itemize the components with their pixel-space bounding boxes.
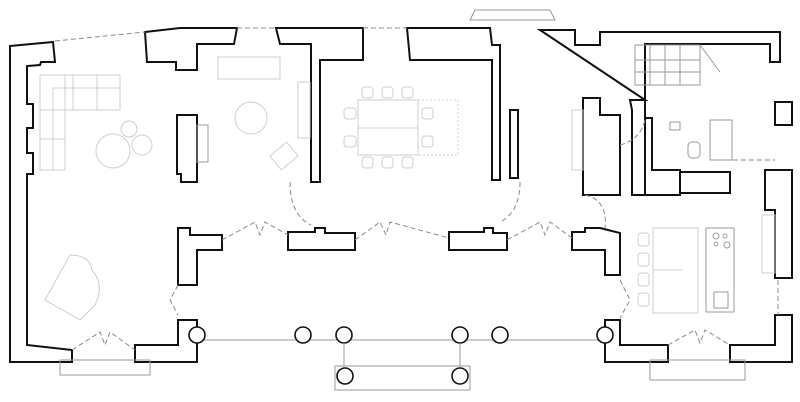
column	[294, 326, 312, 344]
folding-door	[506, 221, 573, 241]
folding-door	[169, 284, 179, 316]
stairs	[634, 44, 721, 86]
folding-door	[619, 279, 631, 319]
door-swing	[584, 194, 606, 229]
bar-stool	[637, 232, 650, 247]
coffee-table	[95, 133, 131, 169]
steps-and-dashes	[54, 9, 779, 381]
wall-right-1	[774, 101, 793, 126]
armchair	[269, 141, 299, 171]
chair	[361, 86, 374, 99]
wall-bottom-left	[134, 319, 198, 363]
stair-direction	[699, 44, 721, 73]
wall-outline-dashed	[54, 31, 146, 42]
sofa	[217, 56, 281, 80]
toilet	[687, 141, 701, 159]
interior-walls	[176, 97, 731, 286]
hob-icon	[723, 241, 731, 249]
folding-door	[221, 221, 289, 241]
column	[336, 367, 354, 385]
dining-table-extension	[417, 99, 459, 156]
column	[451, 326, 469, 344]
bar-stools	[637, 232, 650, 307]
folding-door	[667, 329, 731, 346]
pillar-mid-right	[509, 109, 519, 179]
columns	[188, 326, 614, 391]
chair	[401, 156, 414, 169]
wc-wall	[644, 117, 681, 196]
shower	[709, 119, 733, 161]
kitchen-cabinet	[761, 214, 776, 274]
steps-left	[59, 359, 151, 376]
wall-top-4	[536, 29, 781, 196]
wall-mid-2	[448, 227, 508, 251]
chair	[343, 107, 357, 120]
wall-kitchen-top	[679, 171, 731, 194]
side-table	[131, 134, 153, 156]
grand-piano	[44, 254, 100, 321]
column	[491, 326, 509, 344]
folding-door	[71, 331, 136, 351]
steps-right	[649, 359, 746, 381]
round-table	[234, 101, 268, 135]
sofa-sectional	[39, 74, 121, 111]
wall-mid-right	[571, 227, 621, 276]
entrance-steps	[334, 365, 471, 391]
bar-stool	[637, 272, 650, 287]
exterior-walls	[9, 27, 793, 363]
door-swing	[499, 181, 521, 223]
chair	[381, 86, 394, 99]
chair	[421, 107, 434, 120]
hob-icon	[712, 232, 720, 240]
dining-chairs	[343, 86, 434, 169]
column	[335, 326, 353, 344]
wall-bottom-right-1	[604, 319, 669, 363]
door-swing	[619, 119, 646, 146]
chair	[401, 86, 414, 99]
column	[596, 326, 614, 344]
washbasin	[669, 121, 681, 131]
wall-top-3	[405, 27, 501, 181]
sideboard	[297, 81, 311, 139]
chair	[343, 135, 357, 148]
wall-top-1	[143, 27, 239, 71]
wall-top-2	[274, 27, 364, 183]
hob-icon	[722, 233, 728, 239]
pillar-kitchen	[582, 97, 621, 196]
side-table	[120, 120, 138, 138]
chair	[361, 156, 374, 169]
column	[188, 326, 206, 344]
kitchen-island	[705, 227, 735, 313]
pillar-left	[176, 114, 198, 183]
chair	[381, 156, 394, 169]
stair-flight	[634, 44, 701, 86]
sink-icon	[713, 291, 729, 309]
furniture	[39, 44, 776, 321]
hob-icon	[713, 241, 719, 247]
bench	[571, 109, 584, 171]
wall-mid-left	[177, 227, 223, 286]
steps-top	[469, 9, 556, 21]
wall-bottom-right-2	[729, 314, 793, 363]
wall-left	[9, 40, 73, 363]
wall-mid-1	[287, 227, 356, 251]
folding-door	[354, 221, 450, 241]
chair	[421, 135, 434, 148]
bar-stool	[637, 292, 650, 307]
wall-right-2	[764, 169, 793, 279]
bar-stool	[637, 252, 650, 267]
door-swing	[289, 181, 312, 226]
fireplace-hearth	[196, 124, 209, 163]
column	[451, 367, 469, 385]
